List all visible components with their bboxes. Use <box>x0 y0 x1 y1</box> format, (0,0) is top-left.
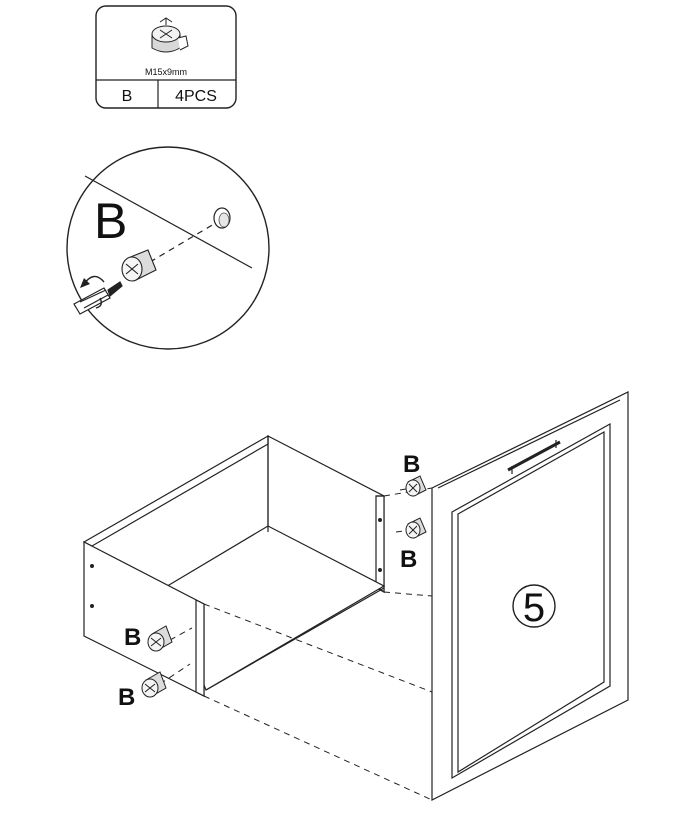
door-number-circle <box>512 584 556 628</box>
cam-hole-icon <box>213 207 231 229</box>
door-handle-icon <box>507 440 561 474</box>
cam-lock-front-bottom-icon <box>141 671 167 698</box>
cam-lock-detail-icon <box>121 249 157 282</box>
door-panel <box>431 391 629 801</box>
screwdriver-icon <box>73 281 123 315</box>
detail-letter: B <box>94 193 127 249</box>
callout-b-front-top: B <box>124 624 141 651</box>
cam-lock-front-top-icon <box>147 625 173 652</box>
parts-letter: B <box>122 88 133 105</box>
parts-quantity: 4PCS <box>175 88 217 105</box>
door-number: 5 <box>523 586 545 630</box>
cam-lock-icon <box>151 17 189 53</box>
callout-b-front-bottom: B <box>118 684 135 711</box>
detail-circle: B <box>66 146 270 350</box>
cam-lock-right-bottom-icon <box>405 517 427 539</box>
drawer-box <box>82 434 386 697</box>
parts-size-label: M15x9mm <box>145 67 187 77</box>
parts-box: M15x9mm B 4PCS <box>95 5 237 109</box>
callout-b-right-bottom: B <box>400 546 417 573</box>
callout-b-right-top: B <box>403 451 420 478</box>
cam-lock-right-top-icon <box>405 475 427 497</box>
rotate-arrow-icon <box>80 275 105 309</box>
